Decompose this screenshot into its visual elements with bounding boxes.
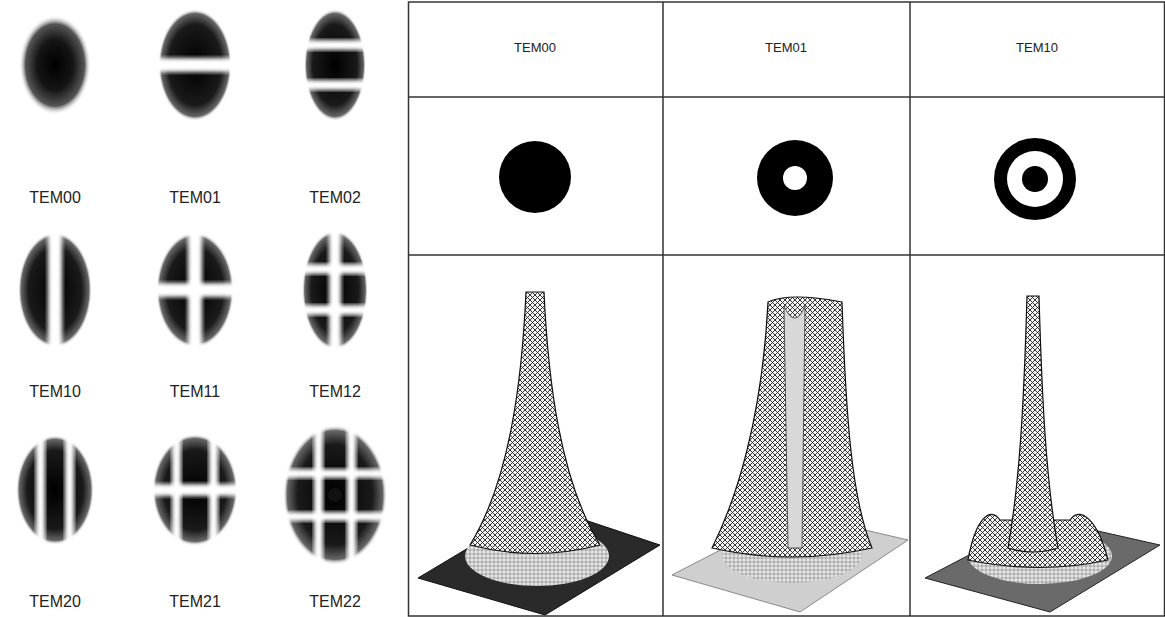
intensity-plot — [672, 297, 908, 612]
mode-pattern — [18, 225, 92, 355]
beam-target — [994, 138, 1076, 220]
mode-label: TEM20 — [29, 593, 81, 611]
mode-label: TEM21 — [169, 593, 221, 611]
mode-pattern — [19, 15, 91, 115]
table-grid — [408, 2, 1165, 616]
mode-label: TEM02 — [309, 189, 361, 207]
mode-label: TEM00 — [29, 189, 81, 207]
beam-spot — [499, 141, 571, 213]
mode-pattern — [278, 420, 392, 570]
mode-label: TEM11 — [170, 383, 220, 401]
column-header: TEM00 — [514, 41, 556, 55]
mode-pattern — [295, 225, 375, 355]
mode-label: TEM01 — [169, 189, 221, 207]
mode-pattern — [150, 225, 240, 355]
column-header: TEM10 — [1016, 41, 1058, 55]
mode-pattern — [150, 9, 240, 121]
column-header: TEM01 — [765, 41, 807, 55]
mode-label: TEM22 — [309, 593, 361, 611]
mode-pattern — [295, 9, 375, 121]
mode-label: TEM10 — [29, 383, 81, 401]
beam-ring — [757, 140, 833, 216]
intensity-plot — [925, 296, 1160, 612]
mode-pattern — [16, 430, 94, 550]
mode-pattern — [145, 430, 245, 550]
mode-label: TEM12 — [309, 383, 361, 401]
intensity-plot — [418, 292, 660, 615]
